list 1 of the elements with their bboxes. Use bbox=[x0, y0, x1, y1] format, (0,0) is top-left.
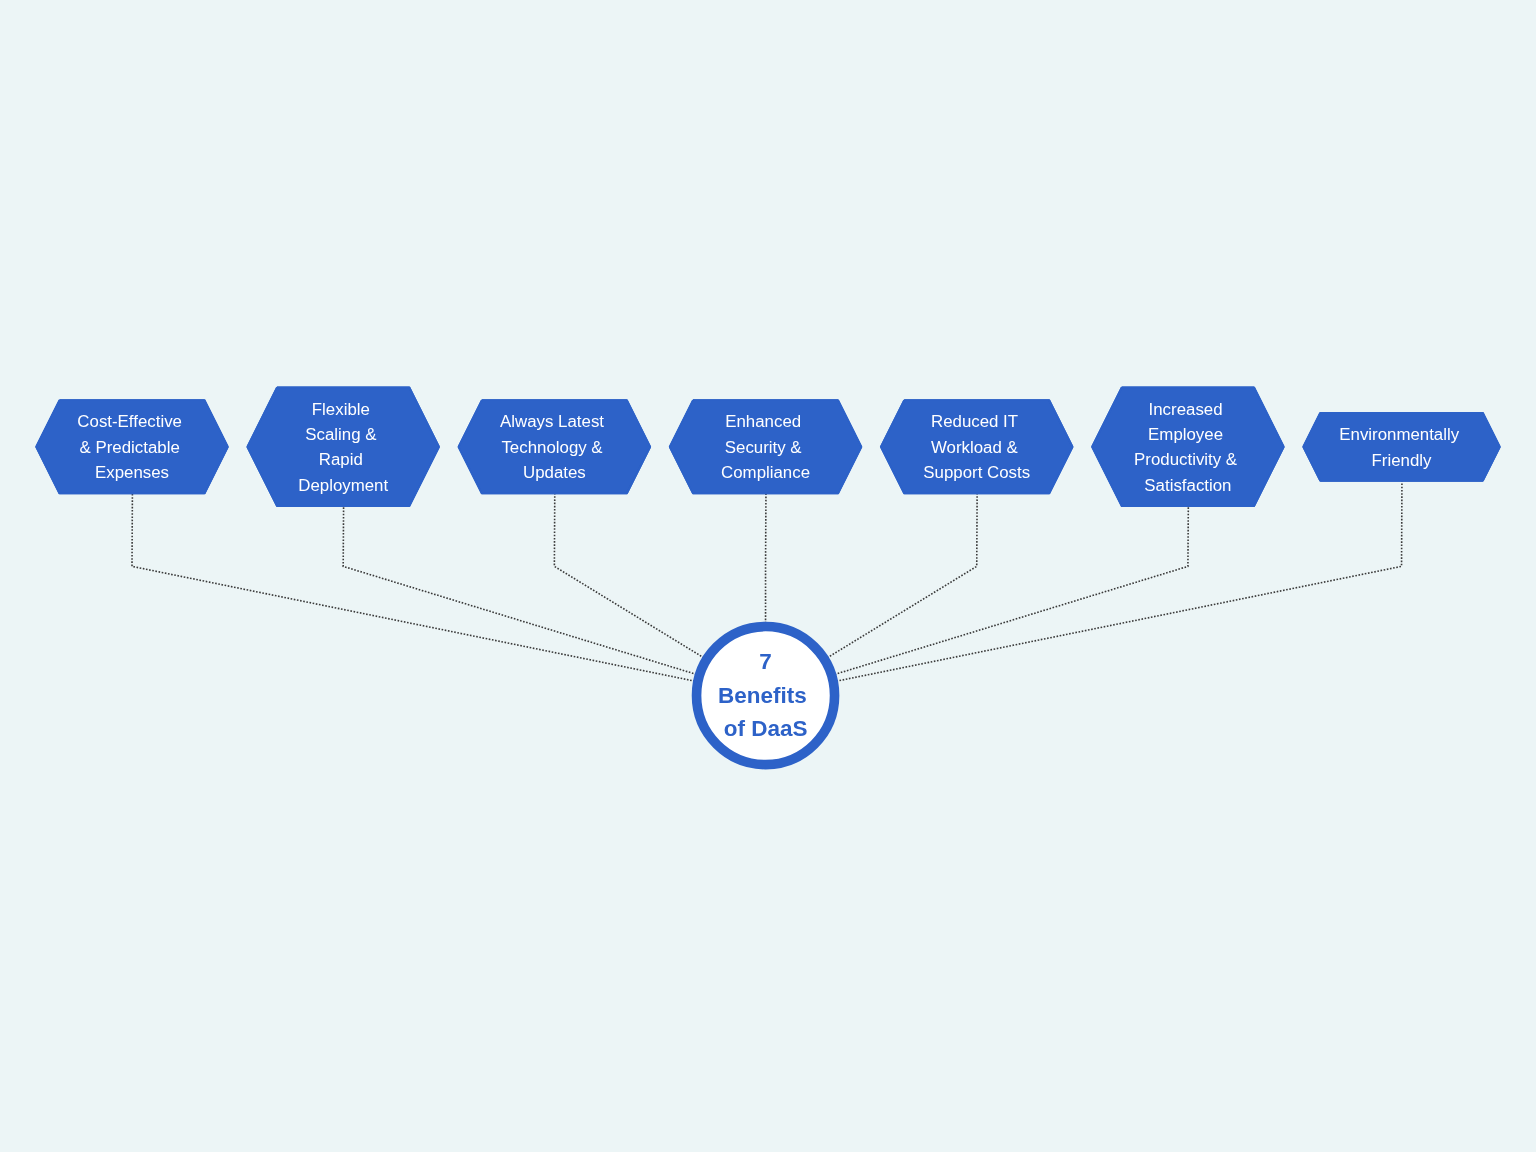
node-circle: 7 Benefits of DaaS bbox=[691, 621, 840, 770]
